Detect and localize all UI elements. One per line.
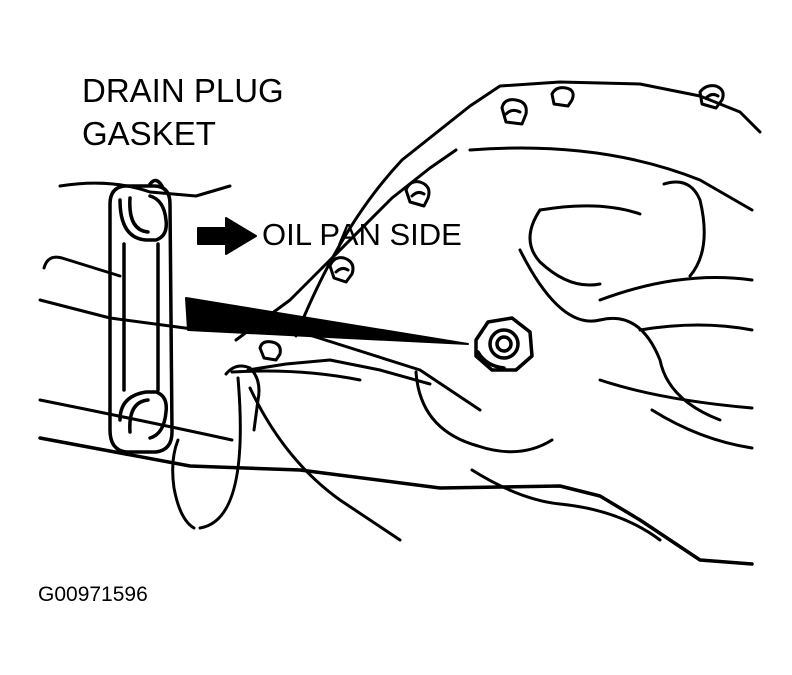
gasket-label-line-1: DRAIN PLUG [82,72,284,109]
bolt-head [500,98,528,126]
exhaust-pipe [171,364,402,542]
gasket-label-line-2: GASKET [82,115,216,152]
drain-plug [474,316,534,372]
bolt-head [550,86,575,108]
bolt-head [328,256,355,284]
figure-code: G00971596 [38,583,148,606]
oil-pan-outline [38,80,762,566]
bolt-heads [258,84,725,362]
leader-wedge [185,297,469,345]
bolt-head [404,180,431,208]
bolt-head [258,340,282,362]
oil-pan-side-label: OIL PAN SIDE [262,217,462,252]
drain-plug-gasket [108,178,174,454]
bolt-head [698,84,725,110]
oil-pan-side-arrow [197,217,257,255]
